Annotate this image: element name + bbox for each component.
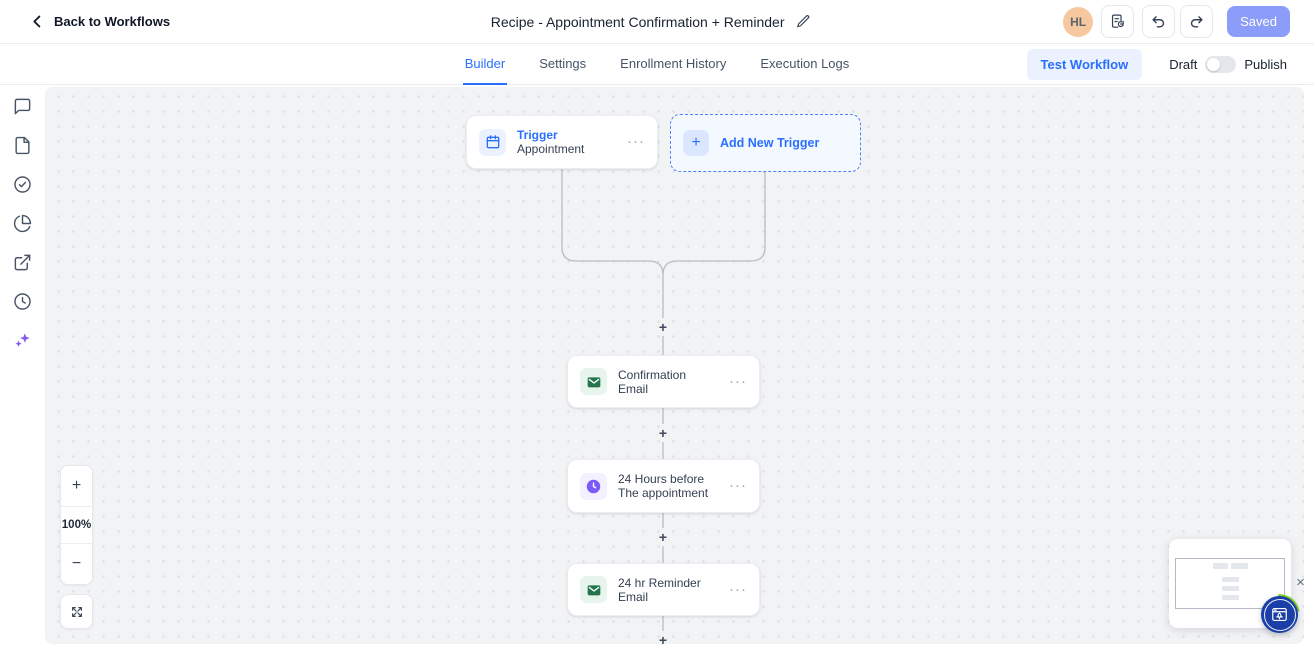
check-circle-icon[interactable] (13, 175, 32, 194)
undo-icon (1150, 13, 1167, 30)
avatar[interactable]: HL (1063, 7, 1093, 37)
skeleton-bar (1222, 586, 1239, 591)
document-refresh-icon (1109, 13, 1126, 30)
add-step-button[interactable]: + (655, 632, 671, 644)
helper-widget: × (1169, 539, 1304, 639)
close-icon[interactable]: × (1293, 575, 1304, 590)
pie-chart-icon[interactable] (13, 214, 32, 233)
trigger-node-title: Trigger (517, 128, 614, 142)
comment-icon[interactable] (13, 97, 32, 116)
node-menu-button[interactable]: ··· (625, 135, 647, 149)
fit-to-screen-button[interactable] (60, 594, 93, 629)
left-icon-rail (0, 85, 45, 653)
trigger-node-subtitle: Appointment (517, 142, 614, 157)
top-header: Back to Workflows Recipe - Appointment C… (0, 0, 1314, 44)
calendar-icon (479, 129, 506, 156)
tab-builder[interactable]: Builder (463, 44, 507, 85)
node-menu-button[interactable]: ··· (727, 375, 749, 389)
node-title: 24 Hours before The appointment (618, 472, 716, 500)
skeleton-bar (1231, 563, 1248, 569)
saved-button[interactable]: Saved (1227, 6, 1290, 37)
test-workflow-button[interactable]: Test Workflow (1027, 49, 1143, 80)
draft-label: Draft (1169, 57, 1197, 72)
action-node-confirmation-email[interactable]: Confirmation Email ··· (567, 355, 760, 408)
wait-clock-icon (580, 473, 607, 500)
file-icon[interactable] (13, 136, 32, 155)
add-step-button[interactable]: + (655, 319, 671, 335)
publish-label: Publish (1244, 57, 1287, 72)
clock-icon[interactable] (13, 292, 32, 311)
tab-execution-logs[interactable]: Execution Logs (758, 44, 851, 85)
zoom-controls: + 100% − (60, 465, 93, 629)
expand-icon (70, 605, 84, 619)
back-to-workflows-button[interactable]: Back to Workflows (30, 14, 170, 29)
page-title: Recipe - Appointment Confirmation + Remi… (491, 14, 785, 30)
add-step-button[interactable]: + (655, 529, 671, 545)
add-step-button[interactable]: + (655, 425, 671, 441)
action-node-wait-24-hours[interactable]: 24 Hours before The appointment ··· (567, 459, 760, 513)
email-icon (580, 368, 607, 395)
action-node-24hr-reminder-email[interactable]: 24 hr Reminder Email ··· (567, 563, 760, 616)
undo-button[interactable] (1142, 5, 1175, 38)
workflow-canvas[interactable]: + + + + Trigger Appointment ··· + Add Ne… (45, 87, 1304, 644)
publish-toggle[interactable] (1205, 56, 1236, 73)
tab-bar: Builder Settings Enrollment History Exec… (0, 44, 1314, 85)
add-new-trigger-label: Add New Trigger (720, 136, 819, 150)
skeleton-bar (1222, 595, 1239, 600)
back-chevron-icon (30, 14, 45, 29)
zoom-in-button[interactable]: + (61, 466, 92, 506)
add-new-trigger-button[interactable]: + Add New Trigger (670, 114, 861, 172)
zoom-level: 100% (61, 506, 92, 544)
launchpad-button[interactable] (1261, 596, 1298, 633)
sparkles-icon[interactable] (13, 331, 32, 350)
trigger-node[interactable]: Trigger Appointment ··· (466, 115, 658, 169)
edit-title-icon[interactable] (795, 14, 810, 29)
skeleton-bar (1213, 563, 1228, 569)
node-title: Confirmation Email (618, 368, 716, 396)
node-menu-button[interactable]: ··· (727, 583, 749, 597)
tab-enrollment-history[interactable]: Enrollment History (618, 44, 728, 85)
skeleton-bar (1222, 577, 1239, 582)
ring-decoration (1264, 599, 1296, 631)
node-title: 24 hr Reminder Email (618, 576, 716, 604)
redo-button[interactable] (1180, 5, 1213, 38)
toggle-knob (1207, 58, 1220, 71)
zoom-out-button[interactable]: − (61, 544, 92, 584)
node-menu-button[interactable]: ··· (727, 479, 749, 493)
back-label: Back to Workflows (54, 14, 170, 29)
plus-icon: + (683, 130, 709, 156)
redo-icon (1188, 13, 1205, 30)
tab-settings[interactable]: Settings (537, 44, 588, 85)
external-link-icon[interactable] (13, 253, 32, 272)
workflow-snapshot-button[interactable] (1101, 5, 1134, 38)
email-icon (580, 576, 607, 603)
